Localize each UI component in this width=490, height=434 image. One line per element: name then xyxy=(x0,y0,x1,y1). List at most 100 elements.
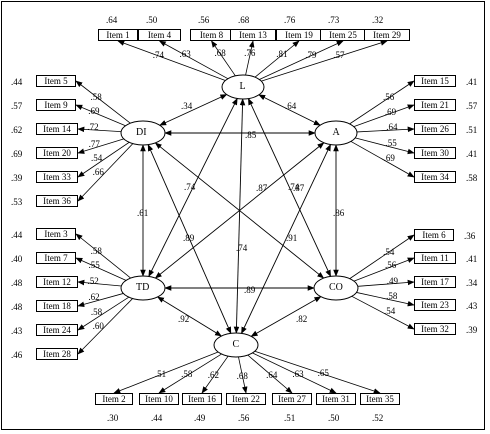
error-variance-label: .50 xyxy=(328,413,340,423)
error-variance-label: .44 xyxy=(151,413,163,423)
item-box: Item 19 xyxy=(276,29,322,41)
loading-label: .66 xyxy=(92,167,104,178)
loading-arrow-item-11 xyxy=(353,257,415,282)
item-box: Item 3 xyxy=(36,228,76,240)
diagram-frame xyxy=(1,1,485,430)
item-box: Item 34 xyxy=(414,171,456,183)
loading-arrow-item-9 xyxy=(75,104,126,127)
error-variance-label: .36 xyxy=(464,231,476,241)
loading-arrow-item-1 xyxy=(117,40,226,81)
correlation-label-l-td: .74 xyxy=(184,182,196,192)
loading-label: .68 xyxy=(236,370,248,381)
loading-label: .58 xyxy=(90,307,103,318)
item-box: Item 4 xyxy=(138,29,181,41)
loading-label: .69 xyxy=(88,106,100,117)
item-box: Item 2 xyxy=(95,393,133,405)
factor-ellipse-l xyxy=(221,74,265,100)
loading-arrow-item-5 xyxy=(75,80,131,124)
item-box: Item 28 xyxy=(36,348,78,360)
loading-label: .58 xyxy=(386,291,398,302)
correlation-label-di-c: .89 xyxy=(183,233,195,243)
item-box: Item 10 xyxy=(139,393,179,405)
correlation-label-l-c: .74 xyxy=(236,243,248,253)
loading-label: .52 xyxy=(87,275,99,286)
factor-label-l: L xyxy=(239,81,246,92)
loading-arrow-item-27 xyxy=(247,354,293,394)
factor-label-td: TD xyxy=(136,282,150,293)
loading-label: .55 xyxy=(385,138,397,149)
correlation-label-di-td: .61 xyxy=(137,208,149,218)
loading-label: .63 xyxy=(179,49,191,60)
error-variance-label: .46 xyxy=(11,350,23,360)
correlation-arrow-di-c xyxy=(147,144,232,334)
loading-arrow-item-19 xyxy=(254,40,300,78)
error-variance-label: .57 xyxy=(11,101,23,111)
loading-label: .54 xyxy=(91,153,103,164)
loading-arrow-item-6 xyxy=(349,234,415,279)
loading-label: .58 xyxy=(181,369,193,380)
loading-label: .54 xyxy=(384,306,396,317)
loading-label: .74 xyxy=(152,50,165,60)
loading-label: .54 xyxy=(383,246,395,257)
factor-ellipse-c xyxy=(213,332,259,358)
item-box: Item 21 xyxy=(414,99,456,111)
error-variance-label: .62 xyxy=(11,125,23,135)
error-variance-label: .49 xyxy=(194,413,206,423)
correlation-label-di-a: .85 xyxy=(245,130,257,140)
correlation-arrow-l-di xyxy=(159,94,228,126)
item-box: Item 24 xyxy=(36,324,78,336)
loading-label: .57 xyxy=(333,50,345,61)
loading-label: .68 xyxy=(214,48,226,59)
item-box: Item 11 xyxy=(414,252,456,264)
item-box: Item 5 xyxy=(36,75,76,87)
loading-arrow-item-20 xyxy=(77,138,124,154)
loading-arrow-item-2 xyxy=(113,351,219,394)
correlation-label-l-di: .34 xyxy=(181,101,193,111)
correlation-label-co-c: .82 xyxy=(296,314,308,324)
factor-label-a: A xyxy=(332,127,340,138)
item-box: Item 17 xyxy=(414,276,456,288)
correlation-label-a-td: .87 xyxy=(256,183,268,193)
error-variance-label: .41 xyxy=(466,254,478,264)
correlation-label-l-a: .64 xyxy=(285,101,297,111)
item-box: Item 23 xyxy=(414,299,456,311)
error-variance-label: .52 xyxy=(372,413,384,423)
item-box: Item 27 xyxy=(272,393,312,405)
loading-label: .79 xyxy=(305,49,317,60)
loading-arrow-item-33 xyxy=(77,142,130,178)
loading-label: .60 xyxy=(92,321,104,332)
item-box: Item 1 xyxy=(98,29,138,41)
error-variance-label: .53 xyxy=(11,197,23,207)
error-variance-label: .51 xyxy=(284,413,296,423)
error-variance-label: .48 xyxy=(11,302,23,312)
item-box: Item 14 xyxy=(36,123,78,135)
item-box: Item 18 xyxy=(36,300,78,312)
item-box: Item 6 xyxy=(414,229,454,241)
loading-label: .51 xyxy=(154,368,167,379)
loading-label: .76 xyxy=(244,47,256,58)
factor-label-co: CO xyxy=(329,282,343,293)
error-variance-label: .32 xyxy=(372,15,384,25)
item-box: Item 25 xyxy=(320,29,366,41)
loading-label: .49 xyxy=(386,275,398,286)
error-variance-label: .68 xyxy=(238,15,250,25)
correlation-arrow-l-c xyxy=(233,98,246,334)
correlation-arrow-a-c xyxy=(241,143,331,335)
item-box: Item 7 xyxy=(36,252,76,264)
factor-label-di: DI xyxy=(136,127,147,138)
loading-arrow-item-28 xyxy=(77,298,133,355)
item-box: Item 32 xyxy=(414,323,456,335)
loading-arrow-item-16 xyxy=(201,355,229,394)
error-variance-label: .76 xyxy=(284,15,296,25)
loading-label: .62 xyxy=(207,370,219,381)
loading-arrow-item-15 xyxy=(349,80,415,125)
loading-label: .64 xyxy=(266,369,278,380)
loading-label: .55 xyxy=(88,260,100,271)
error-variance-label: .44 xyxy=(11,77,23,87)
loading-arrow-item-34 xyxy=(350,141,415,178)
correlation-arrow-co-c xyxy=(250,296,322,337)
loading-arrow-item-12 xyxy=(77,279,122,287)
loading-arrow-item-4 xyxy=(158,40,229,80)
loading-arrow-item-32 xyxy=(351,295,415,330)
